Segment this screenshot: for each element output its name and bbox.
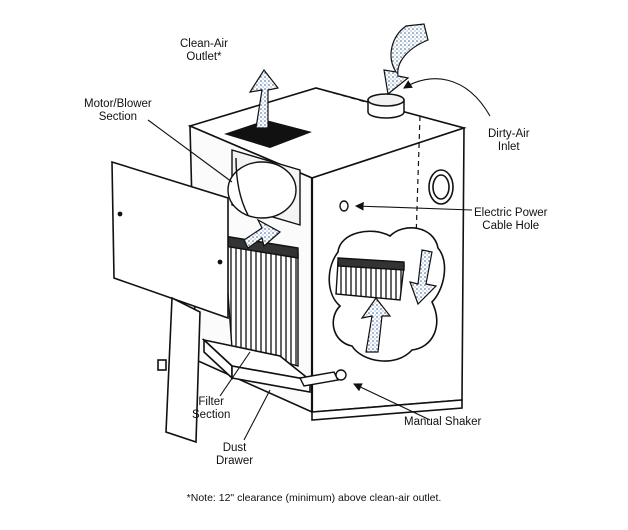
filter-up-arrow-icon [360,296,392,353]
dust-drawer [201,338,311,393]
cabinet-base [311,399,463,421]
label-filter-section: Filter Section [192,396,230,422]
manual-shaker-handle [298,369,347,387]
label-motor-blower: Motor/Blower Section [84,98,152,124]
motor-blower [227,149,301,226]
label-motor-blower-line2: Section [98,111,138,123]
inlet-down-arrow-icon [409,249,438,306]
label-clean-air-outlet-line1: Clean-Air [180,38,228,50]
label-dust-drawer-line1: Dust [222,442,247,454]
clean-air-arrow-icon [248,68,280,129]
label-manual-shaker-line1: Manual Shaker [404,416,482,428]
lower-door [157,296,201,444]
blower-arrow-icon [243,218,282,249]
label-clean-air-outlet: Clean-Air Outlet* [180,38,228,64]
label-dirty-air-inlet: Dirty-Air Inlet [488,128,530,154]
cutaway-filters [335,257,405,301]
label-filter-section-line2: Section [192,409,231,421]
clearance-note: *Note: 12" clearance (minimum) above cle… [186,492,442,504]
front-door [111,160,229,320]
label-dirty-air-inlet-line1: Dirty-Air [488,128,530,140]
label-power-cable-hole-line1: Electric Power [474,207,548,219]
side-inlet [428,169,454,205]
label-filter-section-line1: Filter [198,396,224,408]
label-power-cable-hole-line2: Cable Hole [482,220,540,232]
outlet-grille [224,120,312,148]
power-cable-hole [339,200,349,212]
label-dirty-air-inlet-line2: Inlet [497,141,520,153]
label-clean-air-outlet-line2: Outlet* [186,51,222,63]
leader-lines [147,78,491,441]
label-manual-shaker: Manual Shaker [404,416,481,429]
inlet-collar [367,93,405,119]
label-dust-drawer-line2: Drawer [216,455,254,467]
dirty-air-arrow-icon [383,23,429,96]
label-motor-blower-line1: Motor/Blower [84,98,152,110]
label-dust-drawer: Dust Drawer [216,442,253,468]
label-power-cable-hole: Electric Power Cable Hole [474,207,548,233]
